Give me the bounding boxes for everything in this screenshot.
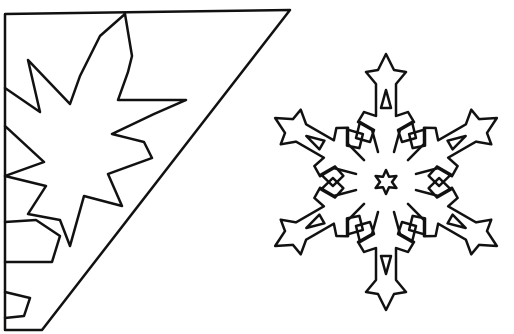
snowflake-arm — [260, 171, 375, 272]
snowflake-cutout — [427, 176, 453, 202]
snowflake-cutout — [381, 256, 391, 274]
snowflake-arm-outline — [358, 212, 414, 310]
folded-paper-triangle — [5, 10, 290, 330]
cut-notch-upper — [5, 126, 44, 176]
snowflake-arm — [397, 92, 512, 193]
snowflake-arm — [397, 171, 512, 272]
snowflake-cutout — [427, 162, 453, 188]
snowflake-arm — [356, 54, 416, 152]
snowflake-arm-outline — [358, 54, 414, 152]
snowflake-cutout — [319, 176, 345, 202]
snowflake-arm-outline — [398, 173, 511, 270]
snowflake-cutout — [340, 126, 366, 152]
snowflake-arm — [356, 212, 416, 310]
cut-shape-main — [5, 14, 186, 246]
snowflake-arm-outline — [261, 94, 374, 191]
snowflake-cutout — [319, 162, 345, 188]
snowflake-arm — [260, 92, 375, 193]
snowflake-arm-outline — [398, 94, 511, 191]
snowflake-center-star — [376, 170, 397, 194]
cut-notch-bottom — [5, 292, 30, 318]
snowflake-cutout — [406, 126, 432, 152]
snowflake-cutout — [340, 212, 366, 238]
unfolded-snowflake — [260, 54, 512, 310]
triangle-outline — [5, 10, 290, 330]
snowflake-cutout — [381, 90, 391, 108]
snowflake-arm-outline — [261, 173, 374, 270]
cut-notch-lower — [5, 220, 60, 262]
